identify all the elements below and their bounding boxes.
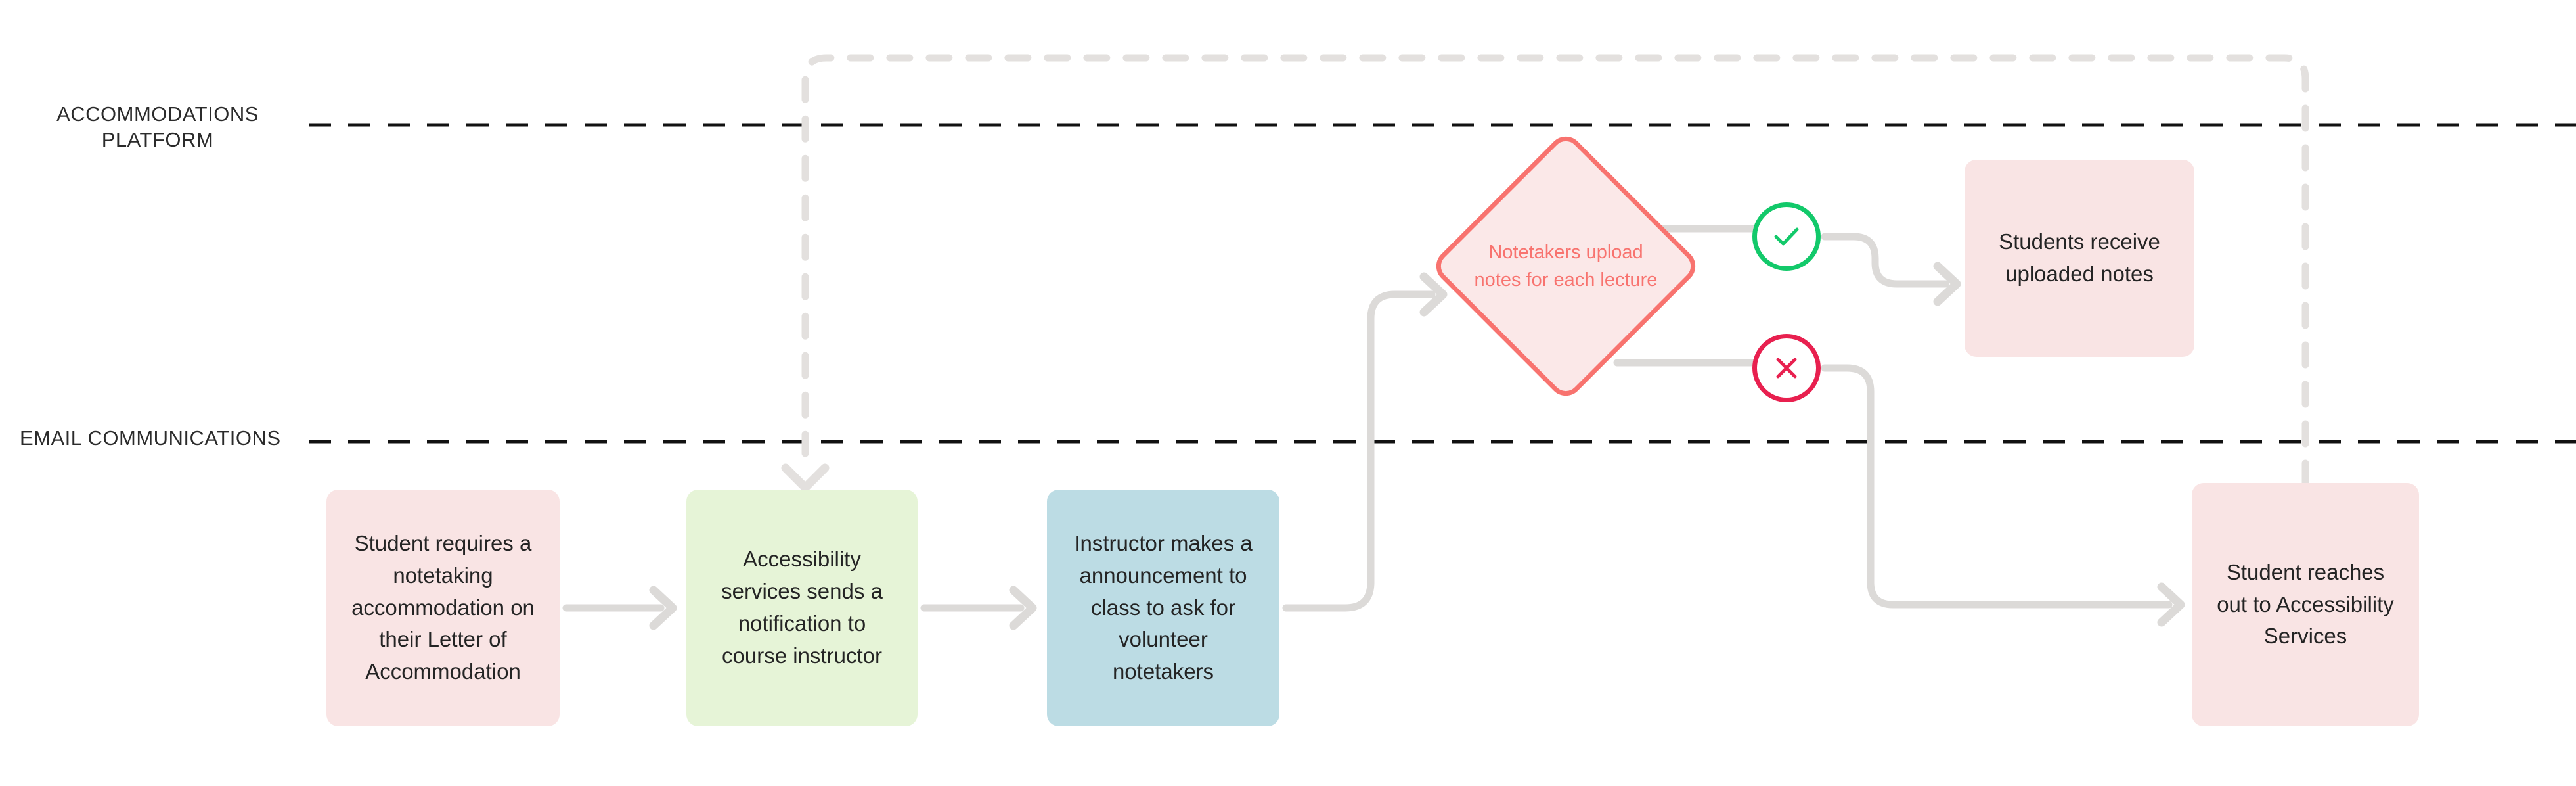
- node-students-receive-uploaded-notes[interactable]: Students receive uploaded notes: [1965, 160, 2194, 357]
- node-label: Student reaches out to Accessibility Ser…: [2217, 559, 2394, 649]
- edge-feedback-arrowhead: [781, 463, 830, 492]
- edge-7-arrowhead: [2157, 582, 2185, 627]
- node-notetakers-upload-decision[interactable]: Notetakers upload notes for each lecture: [1429, 129, 1702, 403]
- swimlane-label-email-communications: EMAIL COMMUNICATIONS: [20, 427, 281, 450]
- edge-approved-to-students-receive: [1821, 233, 1949, 288]
- cross-icon: [1776, 358, 1797, 379]
- node-label: Instructor makes a announcement to class…: [1074, 530, 1253, 684]
- edge-3-arrowhead: [1419, 272, 1448, 317]
- gate-approved-yes[interactable]: [1752, 202, 1821, 271]
- check-icon: [1774, 227, 1799, 246]
- node-instructor-announcement[interactable]: Instructor makes a announcement to class…: [1047, 490, 1279, 726]
- node-accessibility-services-notification[interactable]: Accessibility services sends a notificat…: [686, 490, 918, 726]
- edge-instructor-to-decision: [1282, 290, 1436, 612]
- node-label: Student requires a notetaking accommodat…: [351, 530, 535, 684]
- gate-rejected-no[interactable]: [1752, 334, 1821, 402]
- swimlane-label-accommodations-platform: ACCOMMODATIONS PLATFORM: [56, 103, 259, 151]
- node-label: Accessibility services sends a notificat…: [721, 547, 883, 668]
- edge-rejected-to-student-reaches: [1821, 364, 2173, 609]
- node-student-requires-accommodation[interactable]: Student requires a notetaking accommodat…: [326, 490, 560, 726]
- node-label: Students receive uploaded notes: [1999, 229, 2160, 286]
- edge-2-arrowhead: [1009, 586, 1037, 630]
- edge-1-arrowhead: [649, 586, 677, 630]
- node-student-reaches-out-accessibility[interactable]: Student reaches out to Accessibility Ser…: [2192, 483, 2419, 726]
- node-label: Notetakers upload notes for each lecture: [1474, 241, 1658, 290]
- edge-5-arrowhead: [1933, 262, 1961, 306]
